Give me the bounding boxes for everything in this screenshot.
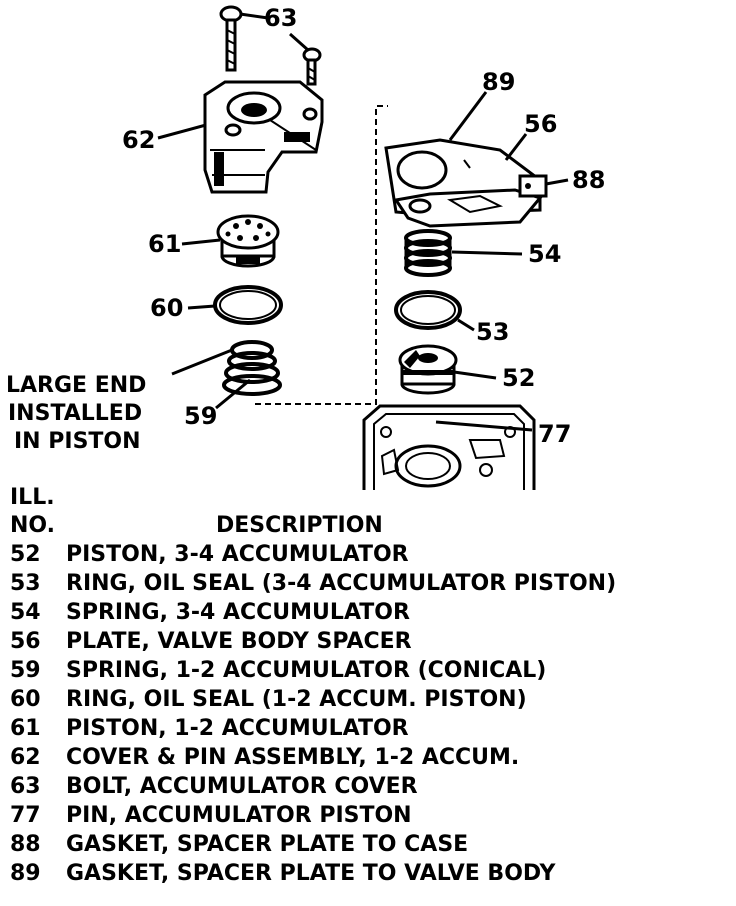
legend-row-description: RING, OIL SEAL (1-2 ACCUM. PISTON)	[66, 687, 527, 712]
callout-52: 52	[502, 364, 535, 392]
bolt-long-part	[219, 5, 243, 72]
legend-row-description: BOLT, ACCUMULATOR COVER	[66, 774, 418, 799]
legend-row-description: PISTON, 3-4 ACCUMULATOR	[66, 542, 409, 567]
legend-row-number: 59	[10, 658, 41, 683]
callout-89: 89	[482, 68, 515, 96]
oil-seal-ring-1-2-part	[213, 285, 283, 325]
legend-row-number: 61	[10, 716, 41, 741]
legend-row-description: RING, OIL SEAL (3-4 ACCUMULATOR PISTON)	[66, 571, 617, 596]
callout-61: 61	[148, 230, 181, 258]
callout-88: 88	[572, 166, 605, 194]
piston-3-4-part	[398, 344, 458, 395]
legend-row: 56 PLATE, VALVE BODY SPACER	[10, 627, 730, 656]
note-line-3: IN PISTON	[14, 429, 141, 454]
callout-56: 56	[524, 110, 557, 138]
legend-row-number: 62	[10, 745, 41, 770]
legend-row-number: 89	[10, 861, 41, 886]
callout-60: 60	[150, 294, 183, 322]
legend-row: 61 PISTON, 1-2 ACCUMULATOR	[10, 714, 730, 743]
legend-row-description: PLATE, VALVE BODY SPACER	[66, 629, 412, 654]
callout-62: 62	[122, 126, 155, 154]
legend-row-number: 54	[10, 600, 41, 625]
legend-row-description: GASKET, SPACER PLATE TO VALVE BODY	[66, 861, 556, 886]
callout-54: 54	[528, 240, 561, 268]
legend-row: 63 BOLT, ACCUMULATOR COVER	[10, 772, 730, 801]
assembly-guide-line	[255, 105, 388, 405]
legend-row-description: SPRING, 1-2 ACCUMULATOR (CONICAL)	[66, 658, 547, 683]
legend-header-number: ILL. NO.	[10, 484, 66, 540]
legend-row: 53 RING, OIL SEAL (3-4 ACCUMULATOR PISTON…	[10, 569, 730, 598]
spring-conical-part	[222, 340, 282, 396]
legend-row-number: 77	[10, 803, 41, 828]
legend-row: 59 SPRING, 1-2 ACCUMULATOR (CONICAL)	[10, 656, 730, 685]
legend-row-description: PISTON, 1-2 ACCUMULATOR	[66, 716, 409, 741]
piston-1-2-part	[216, 214, 280, 268]
bolt-short-part	[302, 47, 322, 86]
transmission-case-part	[362, 404, 536, 490]
spring-3-4-part	[404, 229, 452, 277]
spacer-plate-and-gaskets-part	[384, 138, 548, 228]
legend-row-number: 63	[10, 774, 41, 799]
oil-seal-ring-3-4-part	[394, 290, 462, 330]
legend-header-no: NO.	[10, 513, 55, 538]
legend-row-description: GASKET, SPACER PLATE TO CASE	[66, 832, 469, 857]
legend-row: 60 RING, OIL SEAL (1-2 ACCUM. PISTON)	[10, 685, 730, 714]
note-line-2: INSTALLED	[8, 401, 142, 426]
parts-legend: ILL. NO. DESCRIPTION 52 PISTON, 3-4 ACCUM…	[10, 484, 730, 888]
accumulator-cover-part	[203, 80, 324, 194]
legend-row: 88 GASKET, SPACER PLATE TO CASE	[10, 830, 730, 859]
legend-row-description: SPRING, 3-4 ACCUMULATOR	[66, 600, 410, 625]
legend-row-number: 60	[10, 687, 41, 712]
legend-row-number: 56	[10, 629, 41, 654]
legend-header-ill: ILL.	[10, 485, 55, 510]
legend-row: 54 SPRING, 3-4 ACCUMULATOR	[10, 598, 730, 627]
legend-row-number: 88	[10, 832, 41, 857]
callout-77: 77	[538, 420, 571, 448]
legend-row: 52 PISTON, 3-4 ACCUMULATOR	[10, 540, 730, 569]
legend-row-description: PIN, ACCUMULATOR PISTON	[66, 803, 412, 828]
note-line-1: LARGE END	[6, 373, 146, 398]
callout-53: 53	[476, 318, 509, 346]
legend-row: 89 GASKET, SPACER PLATE TO VALVE BODY	[10, 859, 730, 888]
exploded-diagram: 63 62 61 60 59 89 56 88 54 53 52 77 LARG…	[6, 4, 605, 490]
legend-row-description: COVER & PIN ASSEMBLY, 1-2 ACCUM.	[66, 745, 520, 770]
legend-row: 62 COVER & PIN ASSEMBLY, 1-2 ACCUM.	[10, 743, 730, 772]
legend-header: ILL. NO. DESCRIPTION	[10, 484, 730, 540]
legend-header-description: DESCRIPTION	[216, 513, 383, 538]
callout-59: 59	[184, 402, 217, 430]
callout-63: 63	[264, 4, 297, 32]
legend-row: 77 PIN, ACCUMULATOR PISTON	[10, 801, 730, 830]
legend-row-number: 53	[10, 571, 41, 596]
legend-row-number: 52	[10, 542, 41, 567]
